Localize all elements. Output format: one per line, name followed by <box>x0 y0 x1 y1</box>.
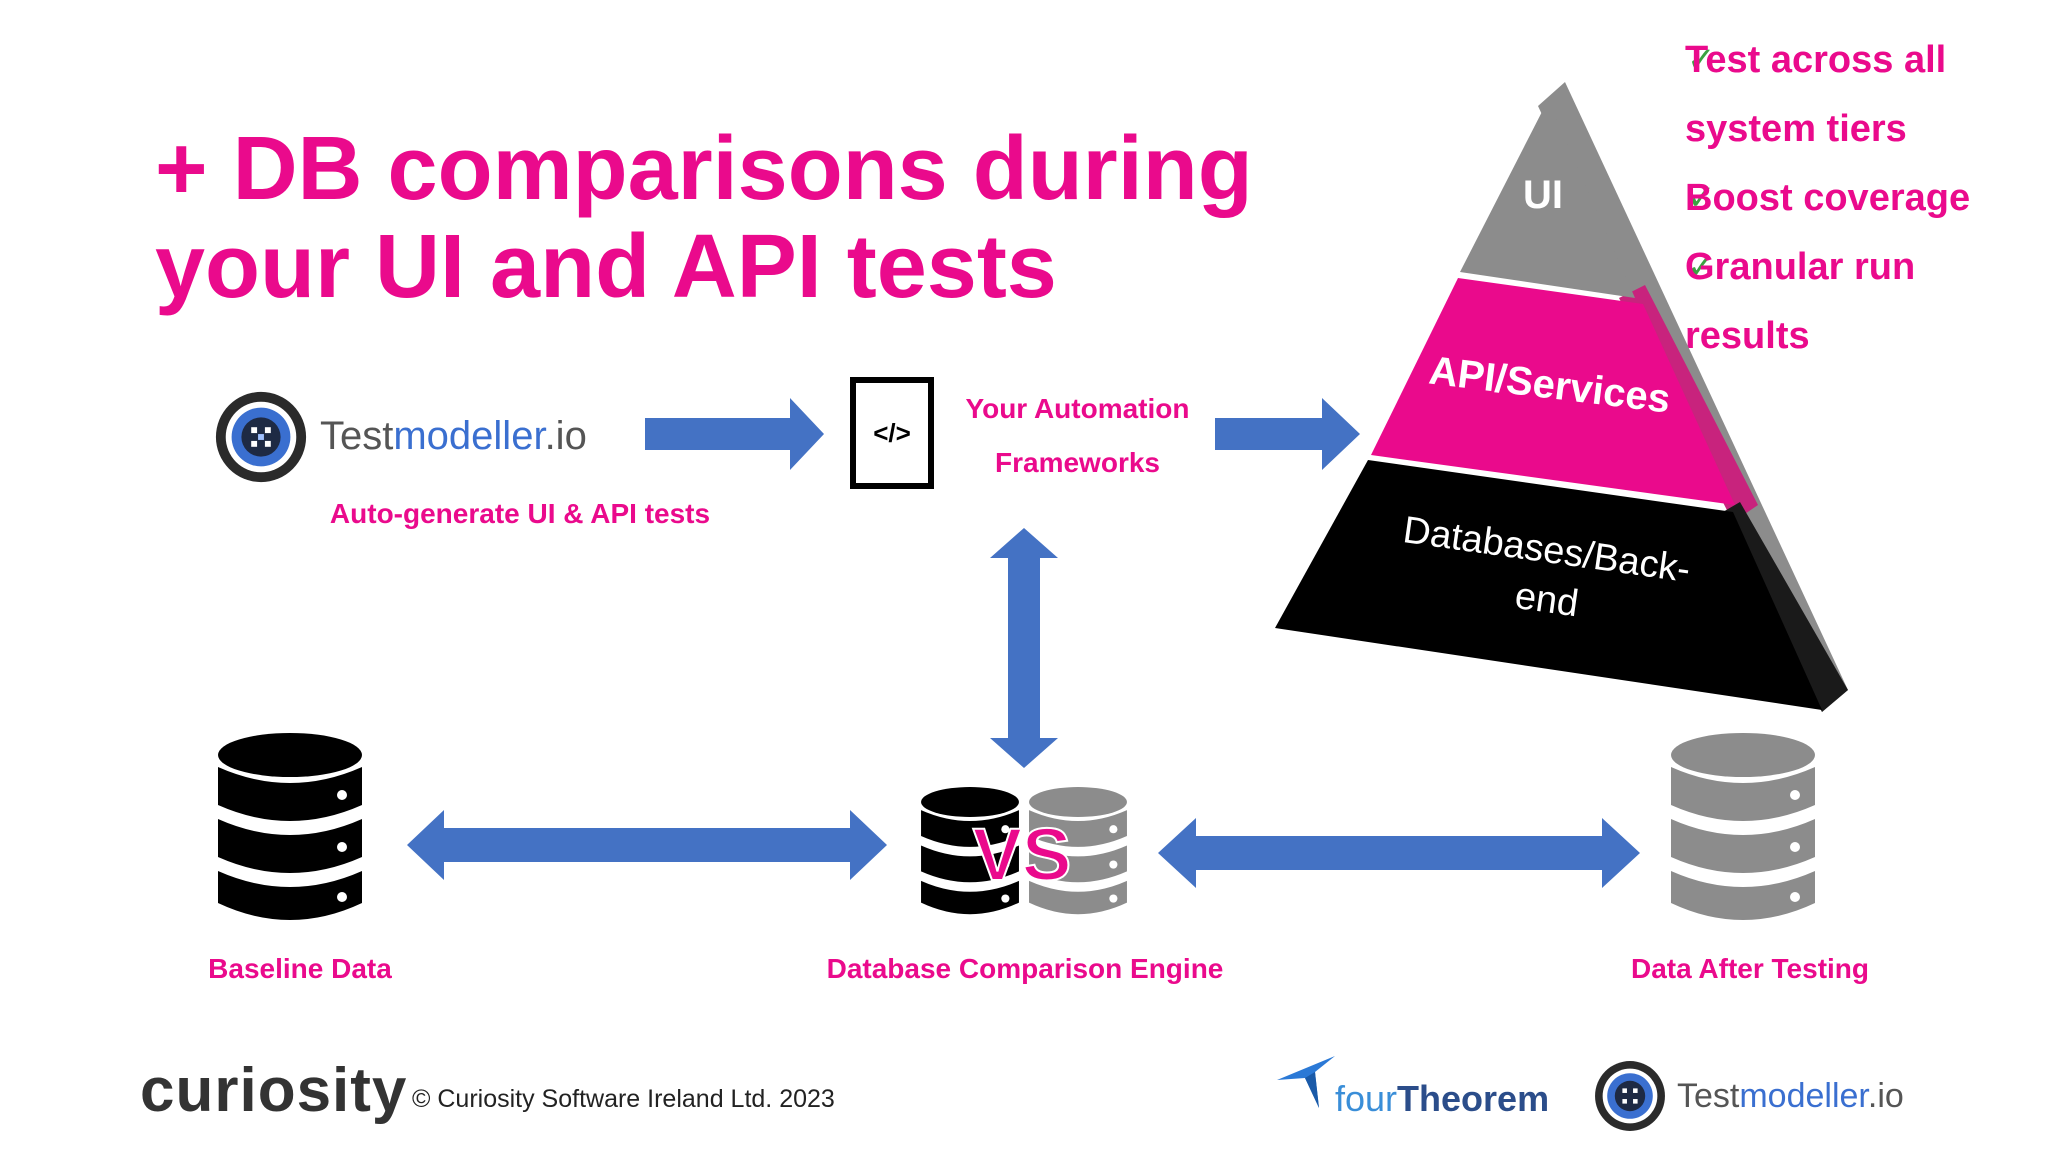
pyramid-tier-db <box>1275 460 1822 710</box>
benefit-item: Granular run <box>1685 246 1916 288</box>
baseline-data-label: Baseline Data <box>208 953 392 984</box>
benefit-item: Boost coverage <box>1685 177 1971 219</box>
slide-title: + DB comparisons during your UI and API … <box>155 120 1375 316</box>
automation-label-1: Your Automation <box>965 393 1190 424</box>
engine-label: Database Comparison Engine <box>826 953 1224 984</box>
copyright-text: © Curiosity Software Ireland Ltd. 2023 <box>412 1085 835 1113</box>
benefit-item: system tiers <box>1685 108 1907 150</box>
automation-label-2: Frameworks <box>995 447 1160 478</box>
testmodeller-caption: Auto-generate UI & API tests <box>329 498 711 529</box>
wordmark-part: .io <box>544 414 587 458</box>
wordmark-part: .io <box>1867 1077 1904 1115</box>
check-icon: ✓ <box>1687 248 1716 286</box>
vs-label: VS <box>973 813 1072 896</box>
testmodeller-footer-wordmark: Testmodeller.io <box>1677 1077 1904 1116</box>
title-line-2: your UI and API tests <box>155 217 1057 317</box>
baseline-database-icon <box>218 733 362 920</box>
check-icon: ✓ <box>1687 179 1716 217</box>
pyramid-tier-api <box>1371 278 1735 505</box>
testmodeller-footer-logo-icon <box>1595 1061 1665 1131</box>
fourtheorem-logo-icon <box>1277 1056 1335 1108</box>
title-line-1: + DB comparisons during <box>155 119 1253 219</box>
benefit-item: results <box>1685 315 1810 357</box>
fourtheorem-wordmark: fourTheorem <box>1335 1078 1549 1120</box>
code-icon: </> <box>850 377 934 489</box>
testmodeller-wordmark: Testmodeller.io <box>320 414 587 459</box>
engine-database-black-icon <box>921 787 1019 915</box>
after-testing-database-icon <box>1671 733 1815 920</box>
data-after-testing-label: Data After Testing <box>1630 953 1870 984</box>
wordmark-part: Theorem <box>1397 1078 1550 1119</box>
wordmark-part: Test <box>1677 1077 1740 1115</box>
engine-database-gray-icon <box>1029 787 1127 915</box>
pyramid-tier-ui <box>1460 100 1635 298</box>
check-icon: ✓ <box>1687 41 1716 79</box>
testmodeller-logo-icon <box>215 391 307 483</box>
benefit-item: Test across all <box>1685 39 1947 81</box>
test-pyramid: UI API/Services Databases/Back- end <box>1275 82 1848 712</box>
pyramid-label-db-2: end <box>1512 575 1581 625</box>
wordmark-part: Test <box>320 414 394 458</box>
wordmark-part: modeller <box>393 414 545 458</box>
curiosity-logo: curiosity <box>140 1056 408 1125</box>
pyramid-label-ui: UI <box>1523 173 1563 217</box>
wordmark-part: modeller <box>1739 1077 1868 1115</box>
wordmark-part: four <box>1335 1078 1398 1119</box>
